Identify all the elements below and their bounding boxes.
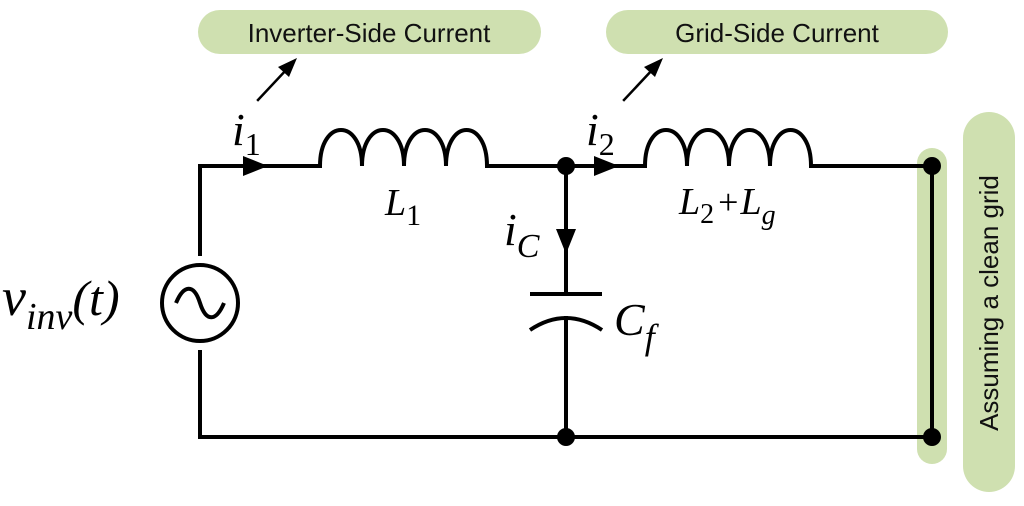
inductor-l1-icon bbox=[317, 128, 490, 169]
i1-label: i1 bbox=[232, 104, 261, 162]
inverter-current-pointer-arrow bbox=[256, 58, 297, 102]
grid-terminal-dot-top bbox=[923, 157, 941, 175]
i2-label: i2 bbox=[586, 104, 615, 162]
grid-current-label: Grid-Side Current bbox=[675, 18, 880, 48]
ic-current-arrow bbox=[556, 229, 576, 254]
junction-dot-top bbox=[557, 157, 575, 175]
clean-grid-label: Assuming a clean grid bbox=[974, 175, 1004, 431]
l1-label: L1 bbox=[384, 182, 421, 232]
cf-label: Cf bbox=[614, 294, 660, 357]
vinv-label: vinv(t) bbox=[2, 267, 120, 338]
grid-current-pointer-arrow bbox=[622, 58, 663, 102]
inductor-l2-icon bbox=[642, 128, 814, 169]
i2-current-arrow bbox=[594, 156, 619, 176]
i1-current-arrow bbox=[243, 156, 268, 176]
ic-label: iC bbox=[504, 204, 540, 265]
grid-terminal-dot-bottom bbox=[923, 428, 941, 446]
inverter-current-label: Inverter-Side Current bbox=[248, 18, 492, 48]
grid-current-pill bbox=[606, 10, 948, 54]
junction-dot-bottom bbox=[557, 428, 575, 446]
clean-grid-pill bbox=[963, 112, 1015, 492]
l2-lg-label: L2+Lg bbox=[678, 181, 776, 231]
inverter-current-pill bbox=[198, 10, 541, 54]
capacitor-icon bbox=[528, 292, 604, 332]
ac-voltage-source-icon bbox=[160, 263, 240, 343]
